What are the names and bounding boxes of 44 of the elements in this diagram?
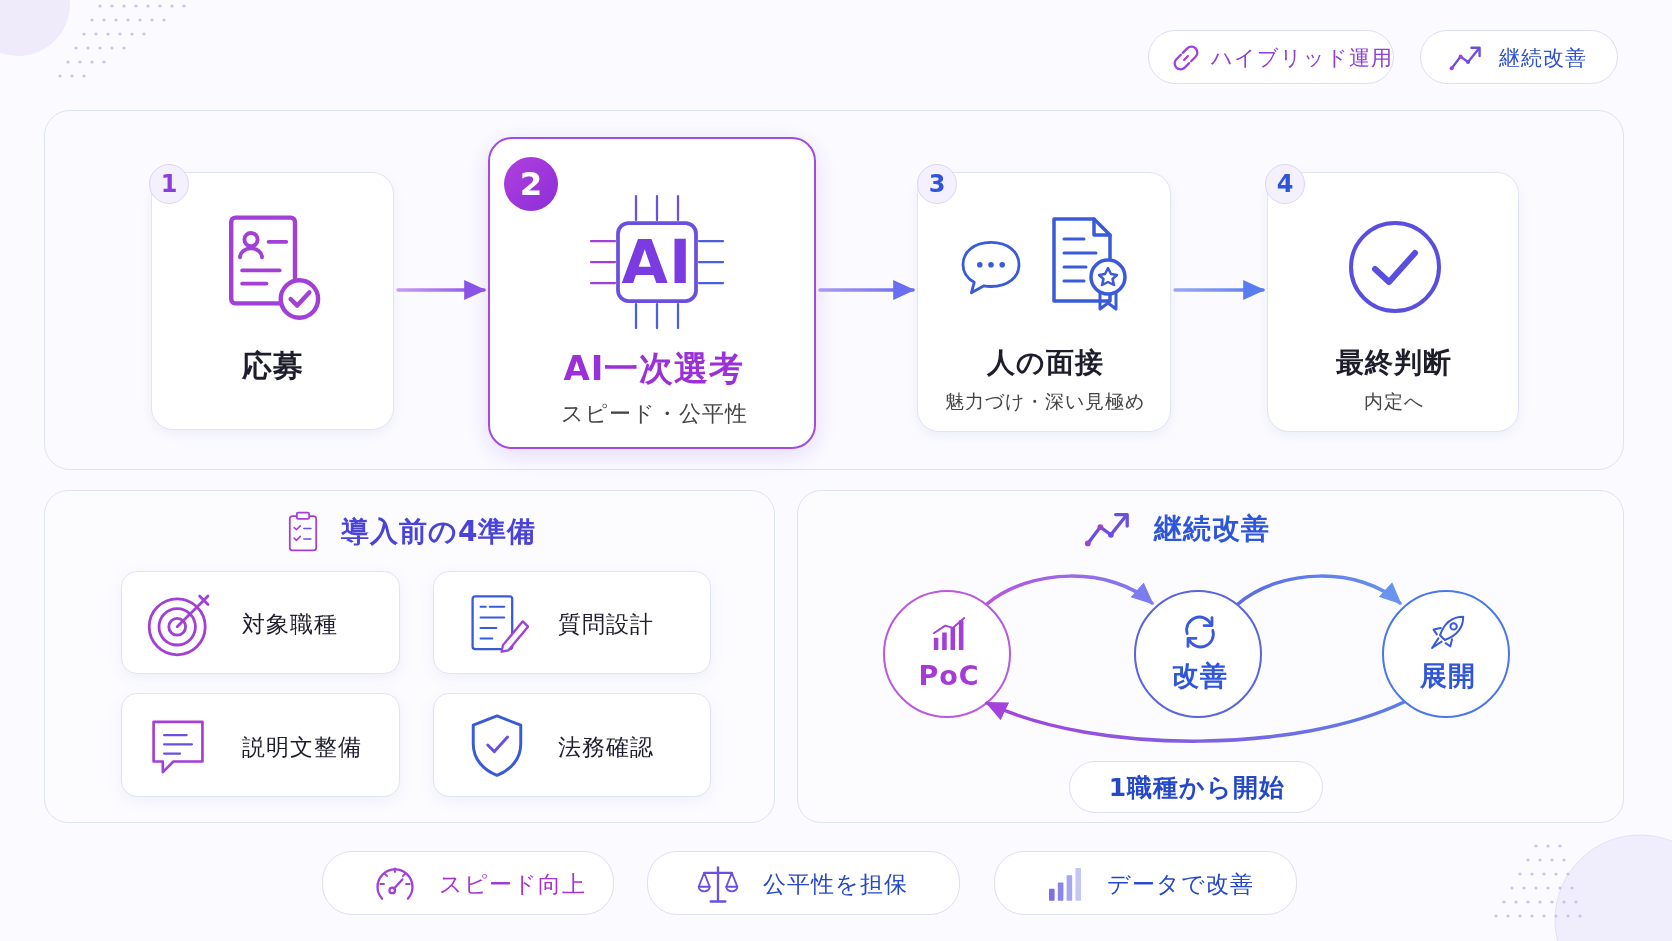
chip-label: AI xyxy=(621,227,693,297)
benefit-label: 公平性を担保 xyxy=(763,870,908,898)
step-subtitle: スピード・公平性 xyxy=(560,401,748,427)
item-label: 質問設計 xyxy=(558,610,654,638)
cycle-label: 展開 xyxy=(1420,660,1476,692)
section-panel xyxy=(44,490,775,823)
start-pill xyxy=(1069,761,1323,813)
step-title: 人の面接 xyxy=(986,346,1104,380)
step-card xyxy=(488,137,816,449)
cycle-label: 改善 xyxy=(1172,660,1228,692)
benefit-label: スピード向上 xyxy=(439,870,586,898)
benefit-pill xyxy=(322,851,614,915)
tag-label: 継続改善 xyxy=(1499,45,1587,71)
tag-label: ハイブリッド運用 xyxy=(1211,45,1393,71)
item-card xyxy=(121,693,400,797)
item-label: 対象職種 xyxy=(242,610,338,638)
arrow xyxy=(984,700,1406,743)
step-title: AI一次選考 xyxy=(563,349,745,389)
step-subtitle: 内定へ xyxy=(1364,391,1424,413)
section-heading: 継続改善 xyxy=(1154,512,1270,546)
step-title: 応募 xyxy=(242,348,304,384)
arrow xyxy=(985,574,1154,606)
cycle-label: PoC xyxy=(918,660,980,692)
item-label: 説明文整備 xyxy=(242,733,362,761)
tag-pill xyxy=(1420,30,1618,84)
benefit-pill xyxy=(647,851,960,915)
item-card xyxy=(433,693,711,797)
item-label: 法務確認 xyxy=(558,733,654,761)
item-card xyxy=(433,571,711,674)
section-panel xyxy=(797,490,1624,823)
arrow xyxy=(396,280,487,300)
benefit-pill xyxy=(994,851,1297,915)
item-card xyxy=(121,571,400,674)
tag-pill xyxy=(1148,30,1394,84)
arrow xyxy=(1173,280,1266,300)
step-number: 2 xyxy=(504,157,558,211)
section-heading: 導入前の4準備 xyxy=(341,515,537,549)
pill-label: 1職種から開始 xyxy=(1108,773,1286,803)
arrow xyxy=(1236,574,1402,606)
step-title: 最終判断 xyxy=(1336,346,1452,380)
benefit-label: データで改善 xyxy=(1107,870,1254,898)
arrow xyxy=(818,280,916,300)
step-number: 3 xyxy=(917,164,957,204)
step-subtitle: 魅力づけ・深い見極め xyxy=(945,391,1145,413)
